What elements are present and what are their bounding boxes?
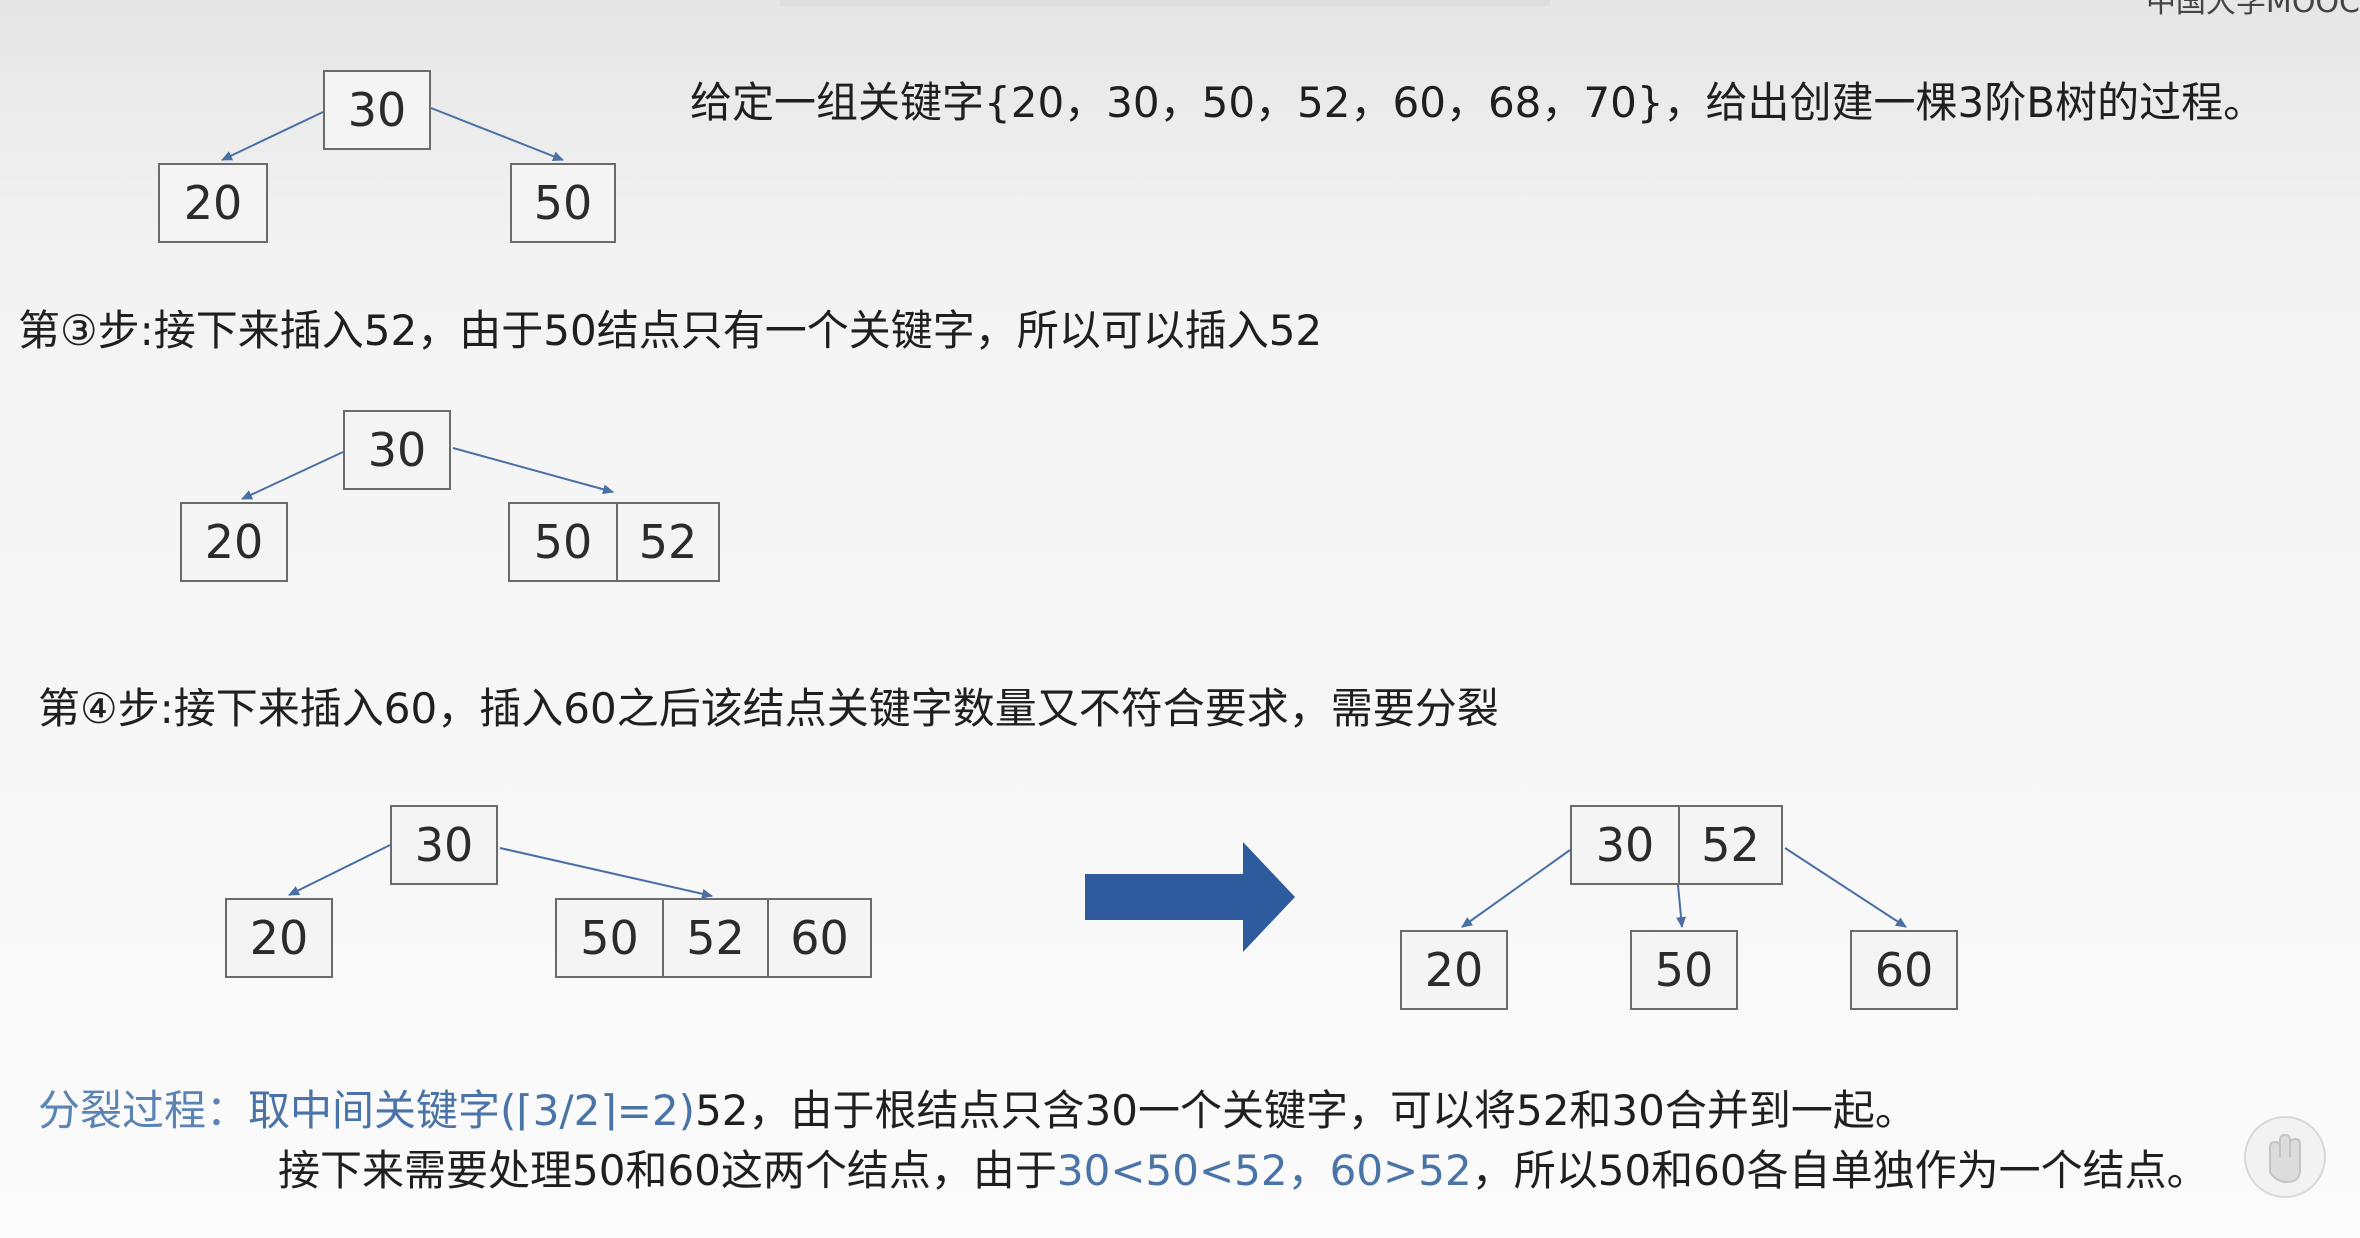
edge bbox=[1676, 884, 1687, 928]
tree1-root-node: 30 bbox=[323, 70, 431, 150]
tree4-root-node: 30 52 bbox=[1570, 805, 1783, 885]
key-cell: 30 bbox=[414, 818, 474, 872]
tree2-right-node: 50 52 bbox=[508, 502, 720, 582]
mooc-logo-fragment: 中国大学MOOC bbox=[2145, 0, 2360, 18]
split-line2-a: 接下来需要处理50和60这两个结点，由于 bbox=[278, 1146, 1057, 1195]
tree3-root-node: 30 bbox=[390, 805, 498, 885]
tree3-left-node: 20 bbox=[225, 898, 333, 978]
top-edge-bar bbox=[780, 0, 1550, 6]
tree1-left-node: 20 bbox=[158, 163, 268, 243]
key-cell: 50 bbox=[533, 176, 593, 230]
split-text-a: 取中间关键字( bbox=[248, 1086, 517, 1135]
edge bbox=[1461, 849, 1571, 928]
hand-icon[interactable] bbox=[2240, 1112, 2330, 1202]
key-cell: 52 bbox=[662, 900, 767, 976]
key-cell: 50 bbox=[580, 911, 639, 965]
key-cell: 50 bbox=[1654, 943, 1714, 997]
tree4-child-node-2: 50 bbox=[1630, 930, 1738, 1010]
edge bbox=[288, 844, 391, 896]
split-explanation-line1: 分裂过程：取中间关键字(⌈3/2⌉=2)52，由于根结点只含30一个关键字，可以… bbox=[38, 1090, 1917, 1132]
edge bbox=[221, 111, 324, 161]
transform-arrow-icon bbox=[1085, 842, 1295, 952]
key-cell: 20 bbox=[249, 911, 309, 965]
key-cell: 20 bbox=[1424, 943, 1484, 997]
split-explanation-line2: 接下来需要处理50和60这两个结点，由于30<50<52，60>52，所以50和… bbox=[278, 1150, 2209, 1192]
tree1-right-node: 50 bbox=[510, 163, 616, 243]
key-cell: 52 bbox=[616, 504, 718, 580]
key-cell: 50 bbox=[533, 515, 593, 569]
key-cell: 52 bbox=[1678, 807, 1781, 883]
tree4-child-node-3: 60 bbox=[1850, 930, 1958, 1010]
key-cell: 30 bbox=[347, 83, 407, 137]
key-cell: 60 bbox=[767, 900, 870, 976]
split-line2-condition: 30<50<52，60>52 bbox=[1056, 1146, 1472, 1195]
edge bbox=[452, 447, 614, 495]
key-cell: 30 bbox=[1595, 818, 1655, 872]
edge bbox=[1784, 847, 1907, 928]
split-label: 分裂过程： bbox=[38, 1086, 249, 1135]
step4-text: 第④步:接下来插入60，插入60之后该结点关键字数量又不符合要求，需要分裂 bbox=[38, 684, 1499, 733]
ceiling-expression: ⌈3/2⌉=2) bbox=[516, 1086, 696, 1135]
key-cell: 30 bbox=[367, 423, 427, 477]
step3-text: 第③步:接下来插入52，由于50结点只有一个关键字，所以可以插入52 bbox=[18, 306, 1323, 355]
tree2-root-node: 30 bbox=[343, 410, 451, 490]
edge bbox=[430, 107, 564, 161]
tree2-left-node: 20 bbox=[180, 502, 288, 582]
tree4-child-node-1: 20 bbox=[1400, 930, 1508, 1010]
tree3-right-node: 50 52 60 bbox=[555, 898, 872, 978]
key-cell: 60 bbox=[1874, 943, 1934, 997]
key-cell: 20 bbox=[183, 176, 243, 230]
split-text-b: 52，由于根结点只含30一个关键字，可以将52和30合并到一起。 bbox=[695, 1086, 1917, 1135]
key-cell: 20 bbox=[204, 515, 264, 569]
problem-statement: 给定一组关键字{20，30，50，52，60，68，70}，给出创建一棵3阶B树… bbox=[690, 78, 2266, 127]
edge bbox=[499, 847, 713, 899]
edge bbox=[241, 451, 344, 500]
split-line2-b: ，所以50和60各自单独作为一个结点。 bbox=[1471, 1146, 2209, 1195]
